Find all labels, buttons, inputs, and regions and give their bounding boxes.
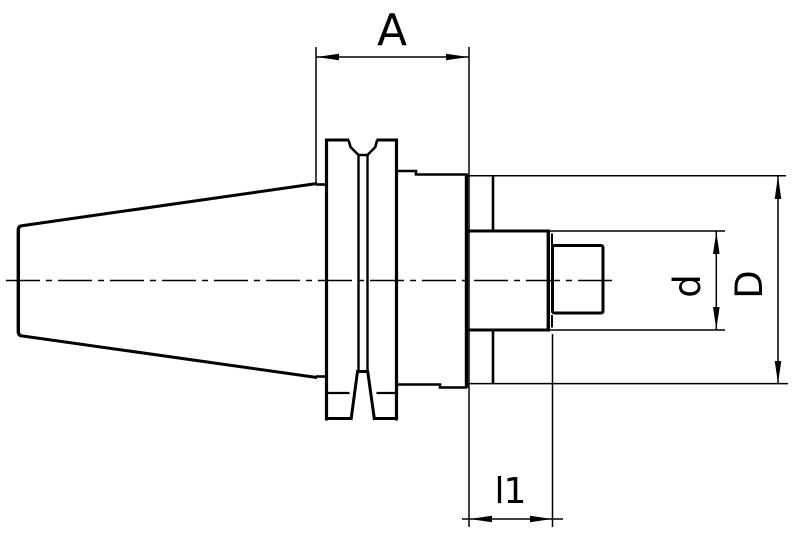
dim-arrow xyxy=(469,515,492,523)
screw-head-outline xyxy=(551,244,605,315)
dimension-l1: l1 xyxy=(462,334,563,527)
dim-arrow xyxy=(446,53,469,61)
dim-arrow xyxy=(316,53,339,61)
dim-arrow xyxy=(774,176,782,199)
drive-slot xyxy=(349,370,376,421)
cone-top-edge xyxy=(19,182,318,228)
dim-label-l1: l1 xyxy=(495,471,526,512)
dimension-a: A xyxy=(315,5,470,527)
dim-arrow xyxy=(530,515,552,523)
dim-label-d-large: D xyxy=(728,270,771,299)
taper-shank xyxy=(16,182,327,379)
cone-left-face xyxy=(16,224,22,338)
screw-head xyxy=(551,244,605,315)
v-flange xyxy=(324,138,399,421)
spigot xyxy=(466,229,553,332)
dimension-d-small: d xyxy=(549,230,725,331)
dim-label-d: d xyxy=(666,274,709,298)
body xyxy=(464,173,495,388)
dimension-d-large: D xyxy=(467,175,788,385)
dim-arrow xyxy=(713,231,720,254)
dim-arrow xyxy=(774,361,782,384)
dim-label-a: A xyxy=(377,5,407,56)
dim-arrow xyxy=(713,307,720,330)
gripper-groove-notch xyxy=(347,139,379,157)
neck xyxy=(396,169,467,389)
cone-bottom-edge xyxy=(19,334,318,379)
